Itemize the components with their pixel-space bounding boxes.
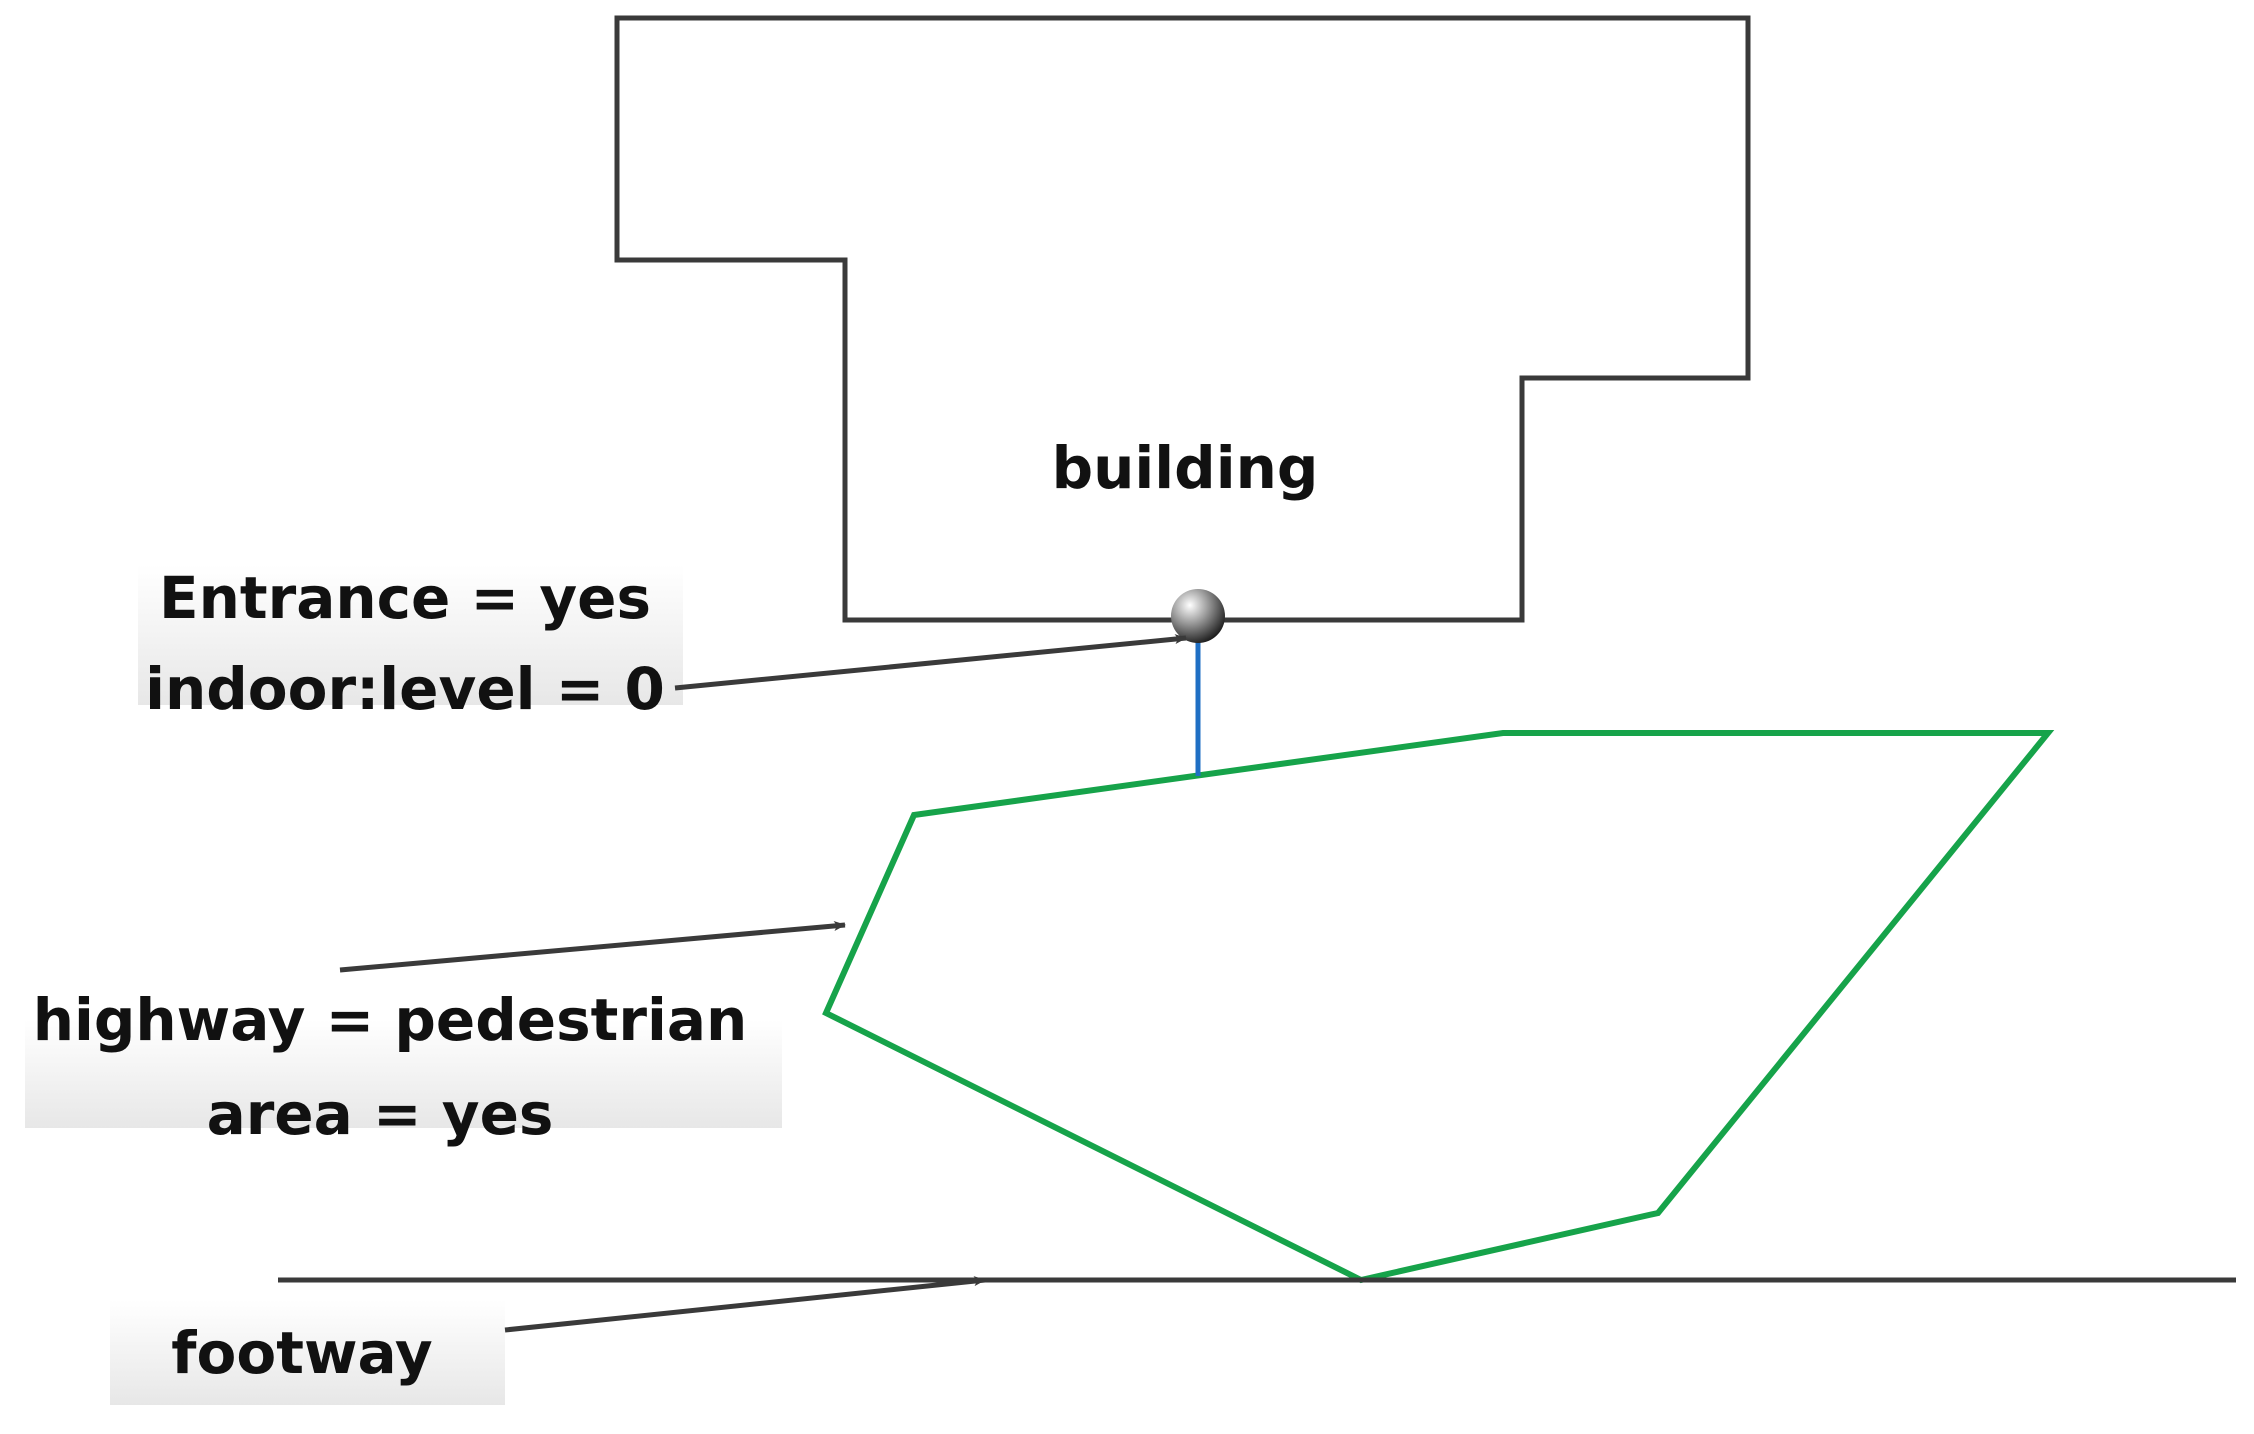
footway-label: footway [171, 1319, 432, 1387]
entrance-label-line1: Entrance = yes [159, 564, 651, 632]
entrance-label-line2: indoor:level = 0 [145, 655, 665, 723]
pedestrian-arrow [339, 920, 846, 973]
pedestrian-label-box [25, 1020, 782, 1128]
footway-arrow [504, 1276, 986, 1333]
entrance-label-box [138, 565, 683, 705]
footway-label-box [110, 1300, 505, 1405]
building-label: building [1052, 434, 1319, 502]
pedestrian-label-line1: highway = pedestrian [33, 986, 748, 1054]
pedestrian-area-outline [822, 730, 2055, 1284]
entrance-arrow [674, 634, 1187, 691]
pedestrian-label-line2: area = yes [207, 1080, 554, 1148]
building-outline [614, 15, 1751, 623]
entrance-node [1171, 589, 1225, 643]
